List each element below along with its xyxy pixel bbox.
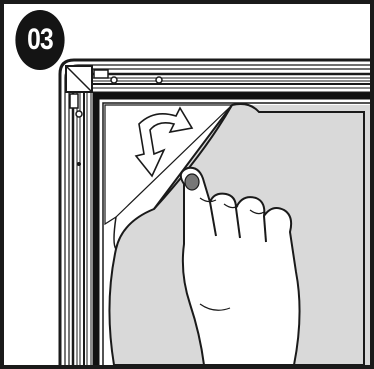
- step-number-badge: 03: [15, 10, 64, 70]
- step-number-label: 03: [27, 23, 53, 57]
